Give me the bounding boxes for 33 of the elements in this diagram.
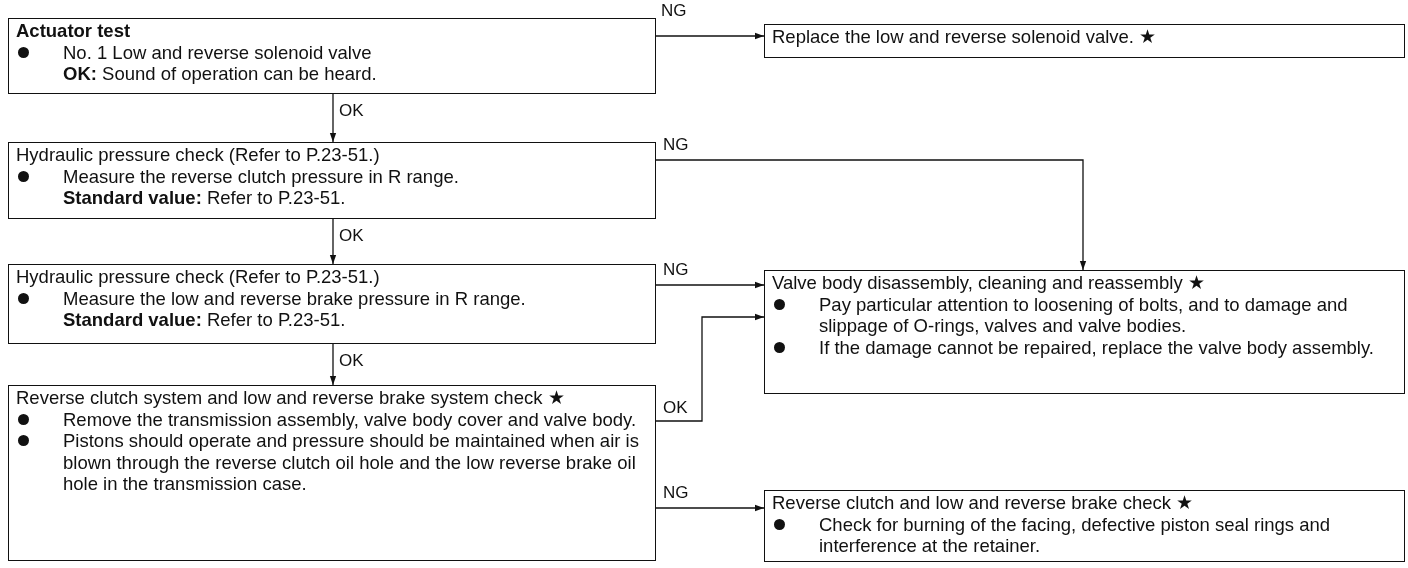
bullet-item: Measure the reverse clutch pressure in R range. [63, 165, 459, 187]
box-heading: Actuator test [16, 20, 132, 42]
arrow [655, 504, 765, 512]
process-box [8, 264, 656, 344]
bullet-item: Check for burning of the facing, defective piston seal rings and interference at the retainer. [819, 513, 1332, 557]
bullet-item: No. 1 Low and reverse solenoid valve [63, 41, 372, 63]
process-box [8, 385, 656, 561]
arrow [655, 32, 765, 40]
note-text: Standard value: Refer to P.23-51. [62, 309, 347, 331]
box-heading: Hydraulic pressure check (Refer to P.23-51.) [16, 266, 381, 288]
arrow [655, 281, 765, 289]
note-text: OK: Sound of operation can be heard. [62, 63, 378, 85]
arrow [329, 343, 337, 386]
arrow [655, 159, 1087, 271]
box-heading: Replace the low and reverse solenoid valve. ★ [772, 26, 1158, 48]
process-box [764, 270, 1405, 394]
bullet-item: Measure the low and reverse brake pressure in R range. [63, 287, 526, 309]
arrow [329, 218, 337, 265]
bullet-item: Remove the transmission assembly, valve body cover and valve body. [63, 408, 637, 430]
box-heading: Reverse clutch system and low and reverse brake system check ★ [16, 387, 566, 409]
process-box [764, 490, 1405, 562]
box-heading: Hydraulic pressure check (Refer to P.23-51.) [16, 144, 381, 166]
bullet-item: Pistons should operate and pressure should be maintained when air is blown through the reverse clutch oil hole and the low reverse brake oil hole in the transmission case. [63, 430, 640, 495]
bullet-item: If the damage cannot be repaired, replace the valve body assembly. [819, 336, 1374, 358]
process-box [764, 24, 1405, 58]
arrow [655, 313, 765, 422]
process-box [8, 18, 656, 94]
bullet-item: Pay particular attention to loosening of bolts, and to damage and slippage of O-rings, valves and valve bodies. [819, 293, 1349, 337]
arrow [329, 93, 337, 143]
box-heading: Valve body disassembly, cleaning and reassembly ★ [772, 272, 1206, 294]
note-text: Standard value: Refer to P.23-51. [62, 187, 347, 209]
box-heading: Reverse clutch and low and reverse brake check ★ [772, 492, 1195, 514]
process-box [8, 142, 656, 219]
